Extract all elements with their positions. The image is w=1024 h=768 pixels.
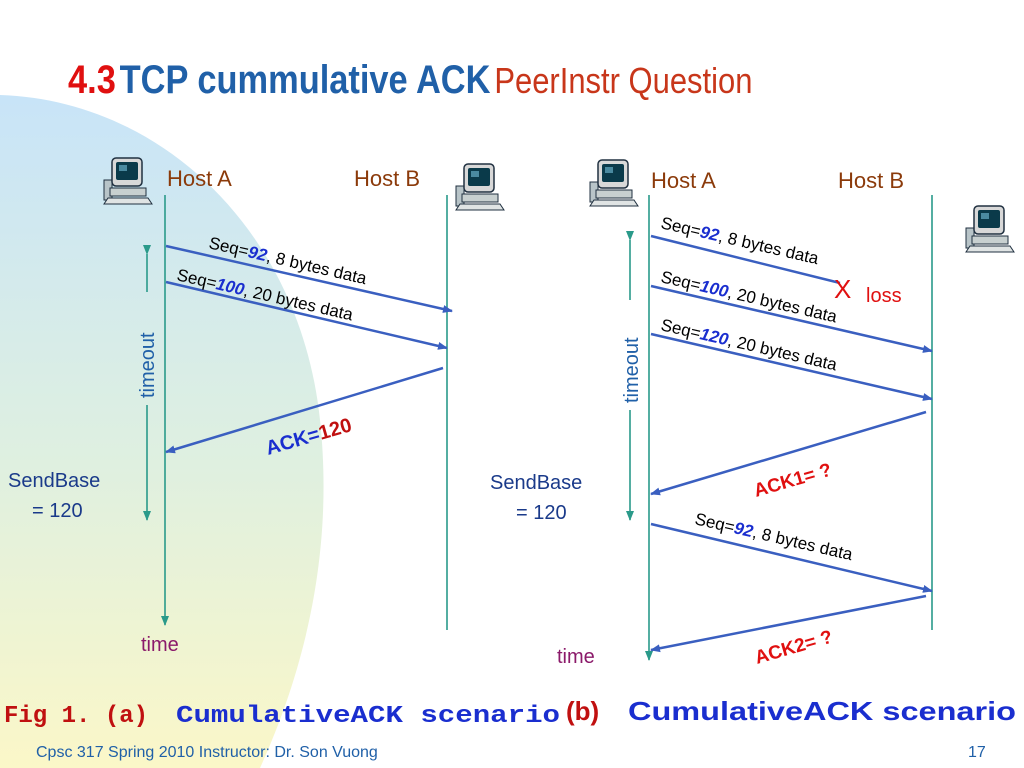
right-caption: CumulativeACK scenario: [628, 696, 1016, 726]
lost-segment-arrow: [650, 234, 841, 285]
loss-label: loss: [866, 285, 902, 307]
segment-arrow: [650, 284, 933, 353]
host-b-label: Host B: [354, 166, 420, 191]
footer-course: Cpsc 317 Spring 2010 Instructor: Dr. Son…: [36, 744, 378, 761]
timeout-label: timeout: [137, 332, 159, 398]
title-main: TCP cummulative ACK: [119, 58, 491, 102]
computer-icon: [455, 163, 505, 211]
sendbase-label: SendBase: [8, 470, 100, 492]
ack-arrow: [650, 594, 927, 653]
segment-arrow: [650, 332, 933, 401]
loss-mark-icon: X: [834, 274, 851, 304]
host-a-label: Host A: [651, 168, 716, 193]
ack-arrow: [165, 366, 444, 454]
segment-label: Seq=92, 8 bytes data: [693, 509, 855, 564]
slide-title: 4.3 TCP cummulative ACK PeerInstr Questi…: [68, 58, 752, 103]
left-diagram: Host A Host B timeout Seq=92, 8 bytes da…: [8, 157, 505, 656]
computer-icon: [965, 205, 1015, 253]
segment-label: Seq=92, 8 bytes data: [659, 213, 821, 268]
ack-label: ACK=120: [263, 414, 354, 460]
footer-page-number: 17: [968, 744, 986, 761]
time-label: time: [557, 646, 595, 668]
left-caption: CumulativeACK scenario: [176, 703, 560, 730]
segment-arrow: [165, 280, 448, 350]
segment-arrow: [650, 522, 933, 593]
computer-icon: [589, 159, 639, 207]
sendbase-label: SendBase: [490, 472, 582, 494]
right-diagram: Host A Host B timeout Seq=92, 8 bytes da…: [490, 159, 1015, 669]
time-label: time: [141, 634, 179, 656]
title-number: 4.3: [68, 58, 116, 102]
b-label: (b): [566, 696, 599, 726]
timeout-label: timeout: [621, 337, 643, 403]
segment-arrow: [165, 244, 453, 313]
title-sub: PeerInstr Question: [494, 60, 753, 101]
ack1-label: ACK1= ?: [752, 460, 834, 502]
host-b-label: Host B: [838, 168, 904, 193]
sendbase-value: = 120: [32, 500, 83, 522]
ack-arrow: [650, 410, 927, 496]
computer-icon: [103, 157, 153, 205]
host-a-label: Host A: [167, 166, 232, 191]
fig-label: Fig 1. (a): [4, 703, 148, 730]
figure-caption: Fig 1. (a) CumulativeACK scenario (b) Cu…: [4, 696, 1016, 730]
sendbase-value: = 120: [516, 502, 567, 524]
ack2-label: ACK2= ?: [753, 627, 835, 669]
